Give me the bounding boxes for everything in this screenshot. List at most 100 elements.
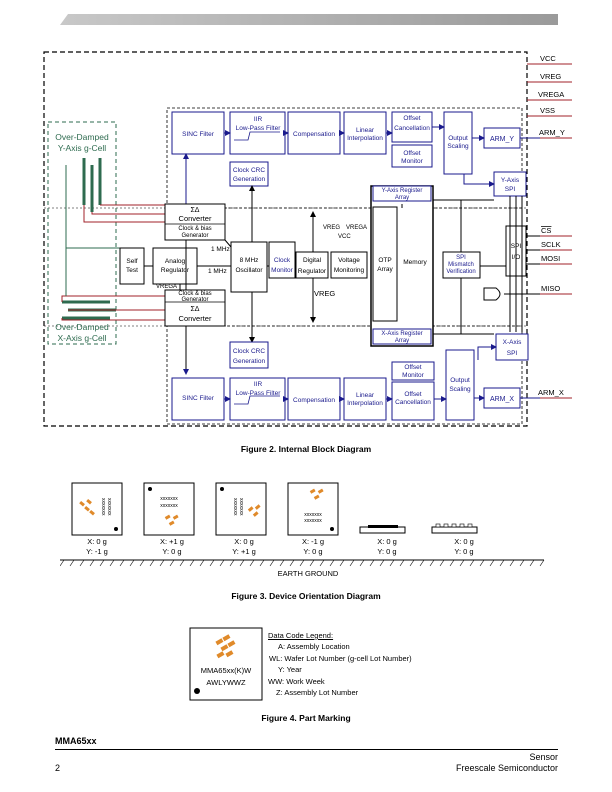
legend-wl: WL: Wafer Lot Number (g-cell Lot Number)	[269, 653, 412, 663]
pin-vcc: VCC	[540, 54, 556, 63]
footer-sensor: Sensor	[529, 752, 558, 762]
x-reg-array-2: Array	[395, 338, 409, 344]
d2-mark1: xxxxxxx	[160, 496, 178, 502]
freescale-logo	[215, 634, 236, 659]
y-sinc-filter: SINC Filter	[182, 131, 215, 138]
pin-vreg: VREG	[540, 72, 561, 81]
pin-vrega: VREGA	[538, 90, 564, 99]
osc-1: 8 MHz	[240, 257, 259, 264]
x-sd-label: ΣΔ	[190, 306, 199, 313]
x-arm-block: ARM_X	[490, 396, 514, 403]
internal-block-diagram: Over-Damped Y-Axis g-Cell Over-Damped X-…	[43, 51, 572, 427]
spi-mismatch-3: Verification	[446, 269, 475, 275]
device-orientation-diagram: xxxxxxx xxxxxxx xxxxxxx xxxxxxx xxxxxxx …	[60, 482, 545, 578]
y-sd-label: ΣΔ	[190, 207, 199, 214]
pin1-dot	[194, 688, 200, 694]
device-6	[431, 526, 478, 534]
y-offset-monitor-1: Offset	[403, 150, 420, 157]
d1-x: X: 0 g	[87, 537, 107, 546]
d3-mark1: xxxxxxx	[232, 498, 238, 516]
mhz-label-1: 1 MHz	[211, 246, 230, 253]
x-iir-1: IIR	[254, 381, 263, 388]
fig3-caption: Figure 3. Device Orientation Diagram	[231, 591, 381, 601]
pin-vss: VSS	[540, 106, 555, 115]
footer-part-number: MMA65xx	[55, 736, 97, 746]
vrega-label-top: VREGA	[346, 225, 367, 231]
x-output-scaling-1: Output	[450, 377, 470, 384]
fig4-caption: Figure 4. Part Marking	[261, 713, 351, 723]
header-bar	[60, 14, 558, 25]
osc-2: Oscillator	[235, 267, 263, 274]
marking-line-2: AWLYWWZ	[206, 678, 246, 687]
legend-ww: WW: Work Week	[268, 676, 325, 686]
x-clock-bias-1: Clock & bias	[178, 291, 211, 297]
d2-mark2: xxxxxxx	[160, 503, 178, 509]
d4-mark1: xxxxxxx	[304, 512, 322, 518]
d6-y: Y: 0 g	[454, 547, 473, 556]
mhz-label-2: 1 MHz	[208, 268, 227, 275]
analog-reg-2: Regulator	[161, 267, 190, 274]
y-clock-bias-2: Generator	[181, 233, 208, 239]
pin-mosi: MOSI	[541, 254, 560, 263]
voltage-mon-2: Monitoring	[334, 267, 365, 274]
footer-company: Freescale Semiconductor	[455, 763, 558, 773]
otp-2: Array	[377, 266, 393, 273]
spi-mismatch-2: Mismatch	[448, 262, 474, 268]
y-crc-2: Generation	[233, 176, 266, 183]
x-clock-bias-2: Generator	[181, 297, 208, 303]
miso-mux	[483, 287, 501, 301]
pin-miso: MISO	[541, 284, 560, 293]
chip-boundary	[43, 51, 528, 427]
x-crc-2: Generation	[233, 358, 266, 365]
y-gcell-label-1: Over-Damped	[55, 132, 109, 142]
x-compensation: Compensation	[293, 397, 335, 404]
y-converter-label: Converter	[179, 214, 212, 223]
voltage-mon-1: Voltage	[338, 257, 360, 264]
x-iir-2: Low-Pass Filter	[236, 390, 282, 397]
digital-reg-2: Regulator	[298, 268, 327, 275]
y-gcell-icon	[82, 158, 102, 212]
d5-y: Y: 0 g	[377, 547, 396, 556]
pin-arm-y: ARM_Y	[539, 128, 565, 137]
gcell-region	[47, 121, 117, 345]
x-offset-cancel-1: Offset	[404, 391, 421, 398]
device-1	[71, 482, 123, 536]
x-offset-monitor-1: Offset	[404, 364, 421, 371]
logo-4	[309, 488, 324, 500]
d1-y: Y: -1 g	[86, 547, 108, 556]
digital-reg-1: Digital	[303, 257, 322, 264]
legend-title: Data Code Legend:	[268, 631, 334, 640]
x-reg-array-1: X-Axis Register	[381, 331, 422, 337]
vreg-label-mid: VREG	[314, 289, 335, 298]
y-iir-label-2: Low-Pass Filter	[236, 125, 282, 132]
memory-label: Memory	[403, 259, 427, 266]
logo-2	[164, 514, 179, 526]
marking-line-1: MMA65xx(K)W	[201, 666, 252, 675]
vrega-label-left: VREGA	[156, 284, 177, 290]
self-test-2: Test	[126, 267, 138, 274]
y-reg-array-1: Y-Axis Register	[382, 188, 423, 194]
data-code-legend: Data Code Legend: A: Assembly Location W…	[268, 630, 412, 698]
logo-1	[79, 498, 95, 516]
x-sinc-filter: SINC Filter	[182, 395, 215, 402]
x-spi-2: SPI	[507, 350, 518, 357]
clock-monitor-2: Monitor	[271, 267, 294, 274]
y-offset-cancel-2: Cancellation	[394, 125, 430, 132]
y-crc-1: Clock CRC	[233, 167, 265, 174]
fig2-caption: Figure 2. Internal Block Diagram	[240, 444, 372, 454]
y-compensation: Compensation	[293, 131, 335, 138]
device-2	[143, 482, 195, 536]
x-offset-cancel-2: Cancellation	[395, 399, 431, 406]
self-test-1: Self	[126, 258, 137, 265]
clock-monitor-1: Clock	[274, 257, 291, 264]
y-spi-1: Y-Axis	[501, 177, 520, 184]
x-spi-1: X-Axis	[503, 339, 523, 346]
x-output-scaling-2: Scaling	[449, 386, 471, 393]
analog-reg-1: Analog	[165, 258, 186, 265]
spi-mismatch-1: SPI	[456, 255, 466, 261]
y-clock-bias-1: Clock & bias	[178, 226, 211, 232]
x-crc-1: Clock CRC	[233, 348, 265, 355]
y-offset-monitor-2: Monitor	[401, 158, 424, 165]
logo-3	[247, 504, 261, 517]
d4-x: X: -1 g	[302, 537, 324, 546]
